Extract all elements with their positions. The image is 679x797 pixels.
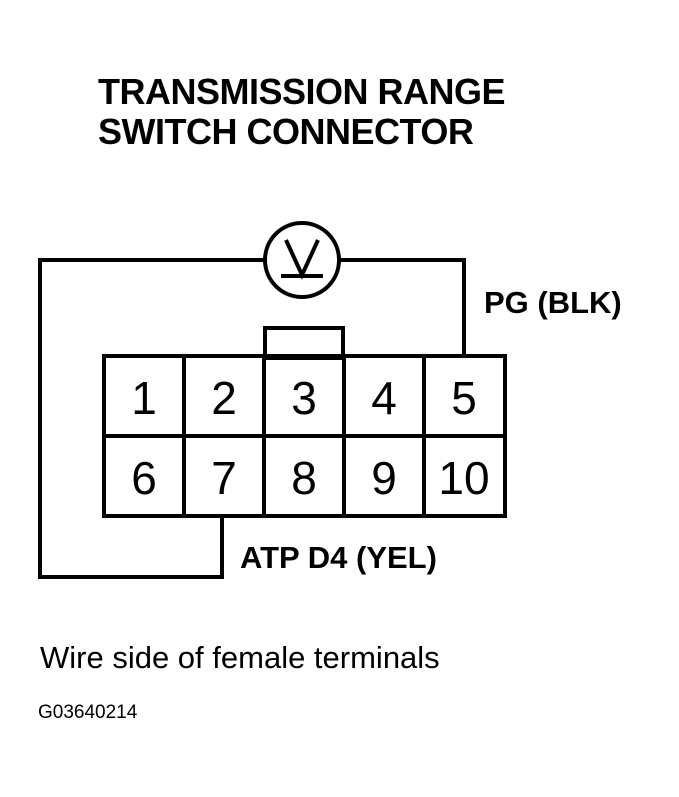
title-line-2: SWITCH CONNECTOR — [98, 111, 474, 152]
wire-label-pg: PG (BLK) — [484, 285, 622, 320]
connector-lock-tab — [263, 326, 345, 360]
figure-code: G03640214 — [38, 702, 138, 723]
pin-9: 9 — [371, 452, 397, 504]
lead-to-pin-7 — [38, 258, 264, 579]
diagram-caption: Wire side of female terminals — [40, 640, 440, 675]
connector-body — [102, 354, 507, 518]
pin-10: 10 — [438, 452, 489, 504]
pin-2: 2 — [211, 372, 237, 424]
pin-4: 4 — [371, 372, 397, 424]
pin-3: 3 — [291, 372, 317, 424]
pin-7: 7 — [211, 452, 237, 504]
pin-numbers: 1 2 3 4 5 6 7 8 9 10 — [131, 372, 489, 504]
pin-1: 1 — [131, 372, 157, 424]
pin-8: 8 — [291, 452, 317, 504]
pin-5: 5 — [451, 372, 477, 424]
title-line-1: TRANSMISSION RANGE — [98, 71, 506, 112]
pin-6: 6 — [131, 452, 157, 504]
voltmeter-icon — [263, 221, 341, 299]
test-leads — [38, 258, 466, 579]
wire-label-atp: ATP D4 (YEL) — [240, 540, 437, 575]
diagram-title: TRANSMISSION RANGE SWITCH CONNECTOR — [98, 71, 506, 152]
lead-to-pin-5 — [340, 258, 466, 356]
